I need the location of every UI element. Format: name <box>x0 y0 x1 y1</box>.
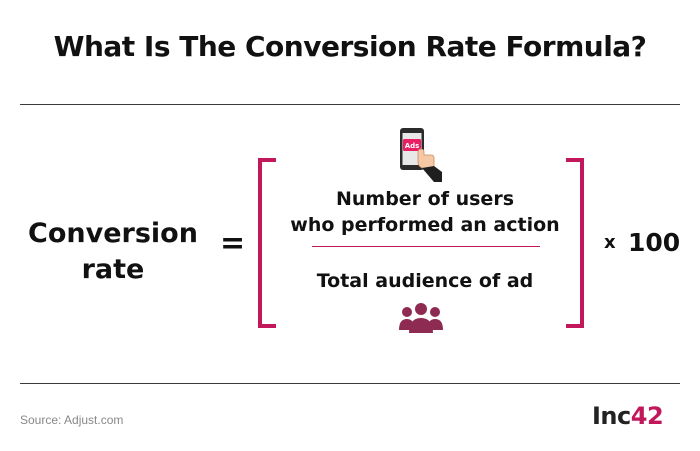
source-credit: Source: Adjust.com <box>20 413 124 427</box>
ads-badge-text: Ads <box>405 142 420 150</box>
bottom-divider <box>20 383 680 384</box>
left-bracket <box>258 158 276 328</box>
lhs-line-1: Conversion <box>28 218 198 249</box>
numerator-line-1: Number of users <box>335 188 515 210</box>
logo-accent: 42 <box>630 402 664 430</box>
equals-sign: = <box>220 226 246 261</box>
multiply-sign: x <box>604 232 616 253</box>
multiplier-value: 100 <box>628 228 681 257</box>
denominator: Total audience of ad <box>316 270 534 292</box>
numerator: Number of users who performed an action <box>280 186 570 238</box>
numerator-line-2: who performed an action <box>290 214 560 236</box>
phone-ads-icon: Ads <box>400 128 442 182</box>
lhs-line-2: rate <box>81 254 145 285</box>
inc42-logo: Inc42 <box>592 402 664 430</box>
people-group-icon <box>399 303 443 333</box>
right-bracket <box>566 158 584 328</box>
top-divider <box>20 104 680 105</box>
page-title: What Is The Conversion Rate Formula? <box>53 30 647 63</box>
logo-main: Inc <box>592 402 631 430</box>
fraction-line <box>312 246 540 247</box>
conversion-rate-label: Conversion rate <box>18 216 208 288</box>
